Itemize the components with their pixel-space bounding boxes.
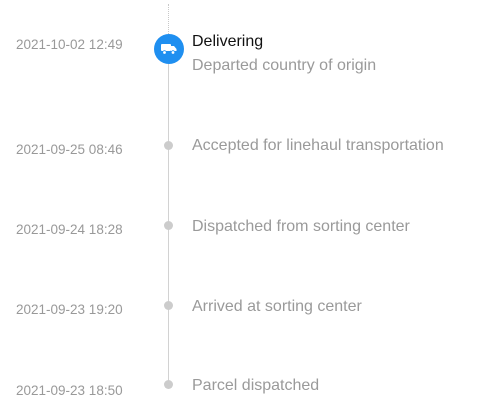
delivery-truck-icon <box>154 34 184 64</box>
timeline-dot <box>164 221 173 230</box>
event-status: Delivering <box>192 33 264 50</box>
event-description: Parcel dispatched <box>192 377 320 394</box>
event-description: Departed country of origin <box>192 57 377 74</box>
event-time: 2021-09-24 18:28 <box>16 222 123 237</box>
event-description: Accepted for linehaul transportation <box>192 137 444 154</box>
timeline-dotted-connector <box>168 4 169 34</box>
truck-glyph <box>161 44 177 55</box>
event-time: 2021-09-23 19:20 <box>16 302 123 317</box>
event-description: Arrived at sorting center <box>192 298 362 315</box>
event-time: 2021-10-02 12:49 <box>16 37 123 52</box>
event-time: 2021-09-25 08:46 <box>16 142 123 157</box>
timeline-dot <box>164 380 173 389</box>
timeline-dot <box>164 301 173 310</box>
event-description: Dispatched from sorting center <box>192 218 410 235</box>
event-time: 2021-09-23 18:50 <box>16 383 123 398</box>
timeline-dot <box>164 141 173 150</box>
